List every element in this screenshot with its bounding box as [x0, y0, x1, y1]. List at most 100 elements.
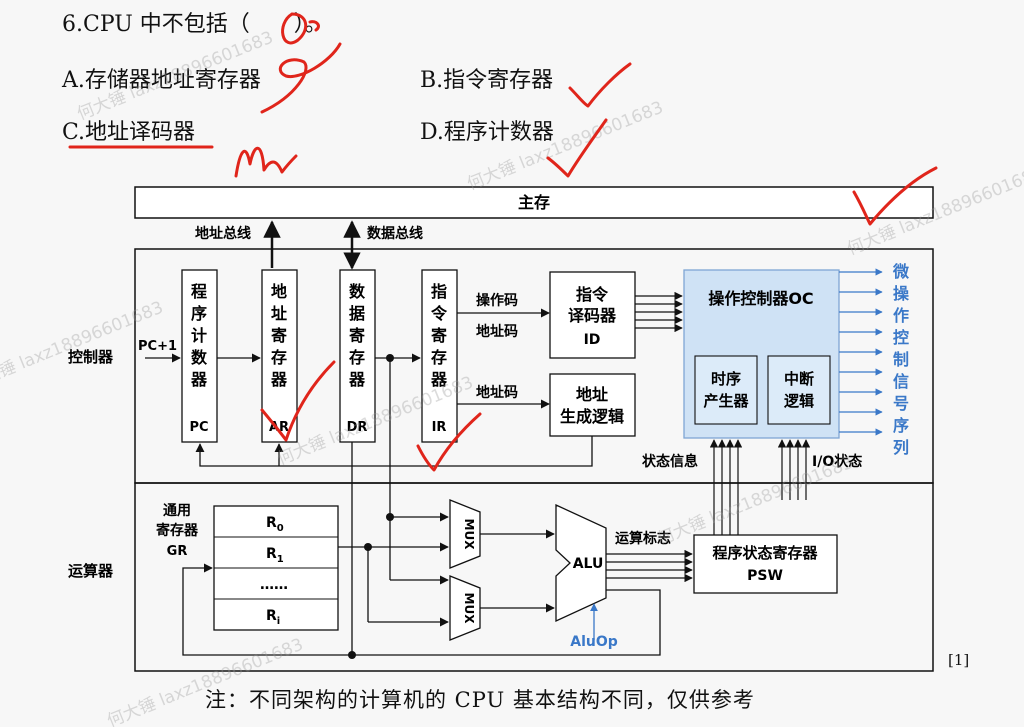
- footnote: 注：不同架构的计算机的 CPU 基本结构不同，仅供参考: [205, 688, 755, 712]
- ir-char: 指: [431, 282, 447, 301]
- gr-input-line: [182, 563, 540, 656]
- micro-signal-char: 信: [893, 372, 909, 391]
- option-d: D.程序计数器: [420, 120, 554, 145]
- checkmark-option-d: [546, 118, 608, 178]
- register-r1: R1: [266, 546, 284, 565]
- reference-marker: [1]: [948, 651, 970, 669]
- checkmark-ir: [416, 412, 482, 472]
- decoder-label-1: 指令: [576, 285, 609, 304]
- handwritten-annotations: [68, 12, 938, 472]
- pc-char: 序: [191, 304, 207, 323]
- dr-char: 数: [349, 282, 366, 301]
- interrupt-logic-box: [767, 355, 831, 425]
- decoder-box: [549, 271, 636, 359]
- dr-char: 存: [349, 348, 365, 367]
- dr-char: 器: [348, 370, 366, 389]
- ar-box: [261, 269, 298, 443]
- checkmark-main-memory: [852, 166, 938, 226]
- alu-shape: [555, 503, 607, 623]
- status-info-label: 状态信息: [642, 453, 698, 470]
- mux-upper: [449, 499, 481, 569]
- micro-signal-char: 操: [893, 284, 910, 303]
- timing-generator-box: [694, 355, 758, 425]
- checkmark-option-a: [260, 42, 342, 114]
- main-memory-label: 主存: [518, 193, 550, 212]
- data-bus-label: 数据总线: [367, 225, 423, 242]
- register-ri: Ri: [266, 608, 280, 627]
- watermark-text: 何大锤 laxz18896601683: [464, 98, 666, 195]
- answer-hook-mark: [308, 20, 320, 32]
- psw-label-1: 程序状态寄存器: [712, 544, 818, 562]
- psw-box: [693, 534, 838, 594]
- register-dots: ……: [260, 577, 288, 593]
- psw-label-2: PSW: [747, 568, 783, 584]
- checkmark-option-b: [568, 62, 632, 108]
- main-memory-box: [134, 186, 934, 219]
- aluop-label: AluOp: [570, 634, 618, 650]
- interrupt-logic-label-2: 逻辑: [784, 392, 814, 410]
- alu-section: [134, 482, 934, 672]
- micro-signal-char: 微: [892, 262, 910, 281]
- checkmark-ar: [260, 360, 336, 442]
- pc-char: 程: [191, 282, 207, 301]
- ar-char: 地: [271, 282, 287, 301]
- option-b: B.指令寄存器: [420, 68, 554, 93]
- pc-char: 数: [191, 348, 208, 367]
- ir-char: 令: [430, 304, 448, 323]
- controller-label: 控制器: [68, 348, 114, 366]
- opcode-label: 操作码: [476, 292, 518, 309]
- ar-char: 寄: [271, 326, 287, 345]
- ar-char: 器: [270, 370, 288, 389]
- dr-box: [339, 269, 376, 443]
- address-code-label-1: 地址码: [476, 323, 518, 340]
- mux-upper-label: MUX: [462, 519, 476, 551]
- mux-lower: [449, 575, 481, 641]
- interrupt-logic-label-1: 中断: [784, 370, 814, 388]
- timing-generator-label-1: 时序: [711, 370, 741, 388]
- pc-input-label: PC+1: [138, 339, 177, 354]
- option-a: A.存储器地址寄存器: [62, 68, 261, 93]
- gr-label-2: 寄存器: [156, 522, 199, 539]
- handwritten-mv: [234, 146, 298, 178]
- operation-controller-label: 操作控制器OC: [708, 289, 813, 308]
- answer-circle-mark: [281, 12, 308, 45]
- dr-abbr: DR: [347, 420, 368, 435]
- micro-signal-char: 序: [893, 416, 909, 435]
- watermark-text: 何大锤 laxz18896601683: [74, 28, 276, 125]
- dr-char: 寄: [349, 326, 365, 345]
- address-bus-label: 地址总线: [195, 225, 251, 242]
- ir-char: 器: [430, 370, 448, 389]
- dr-char: 据: [349, 304, 365, 323]
- address-gen-label-1: 地址: [576, 385, 608, 404]
- micro-signal-char: 作: [893, 306, 909, 325]
- timing-generator-label-2: 产生器: [703, 392, 749, 410]
- mux-lower-label: MUX: [462, 593, 476, 625]
- address-code-label-2: 地址码: [476, 384, 518, 401]
- register-r0: R0: [266, 515, 284, 534]
- alu-label: ALU: [573, 556, 604, 572]
- ir-box: [421, 269, 458, 443]
- ar-char: 存: [271, 348, 287, 367]
- alu-section-label: 运算器: [68, 562, 114, 580]
- address-gen-label-2: 生成逻辑: [560, 407, 624, 426]
- address-feedback-line: [195, 436, 593, 467]
- alu-flags-label: 运算标志: [615, 530, 671, 547]
- pc-abbr: PC: [189, 420, 208, 435]
- micro-signal-char: 控: [893, 328, 909, 347]
- micro-signal-char: 号: [893, 394, 909, 413]
- decoder-abbr: ID: [584, 332, 601, 348]
- ir-abbr: IR: [432, 420, 447, 435]
- micro-signal-char: 制: [893, 350, 909, 369]
- pc-char: 器: [190, 370, 208, 389]
- address-gen-box: [549, 373, 636, 437]
- decoder-label-2: 译码器: [568, 306, 617, 325]
- ar-char: 址: [271, 304, 287, 323]
- ir-char: 寄: [431, 326, 447, 345]
- watermark-group: 何大锤 laxz18896601683 何大锤 laxz18896601683 …: [0, 28, 1024, 727]
- gr-label-1: 通用: [163, 503, 191, 519]
- gr-label-3: GR: [167, 544, 188, 559]
- pc-box: [181, 269, 218, 443]
- micro-signal-char: 列: [893, 438, 909, 457]
- ir-char: 存: [431, 348, 447, 367]
